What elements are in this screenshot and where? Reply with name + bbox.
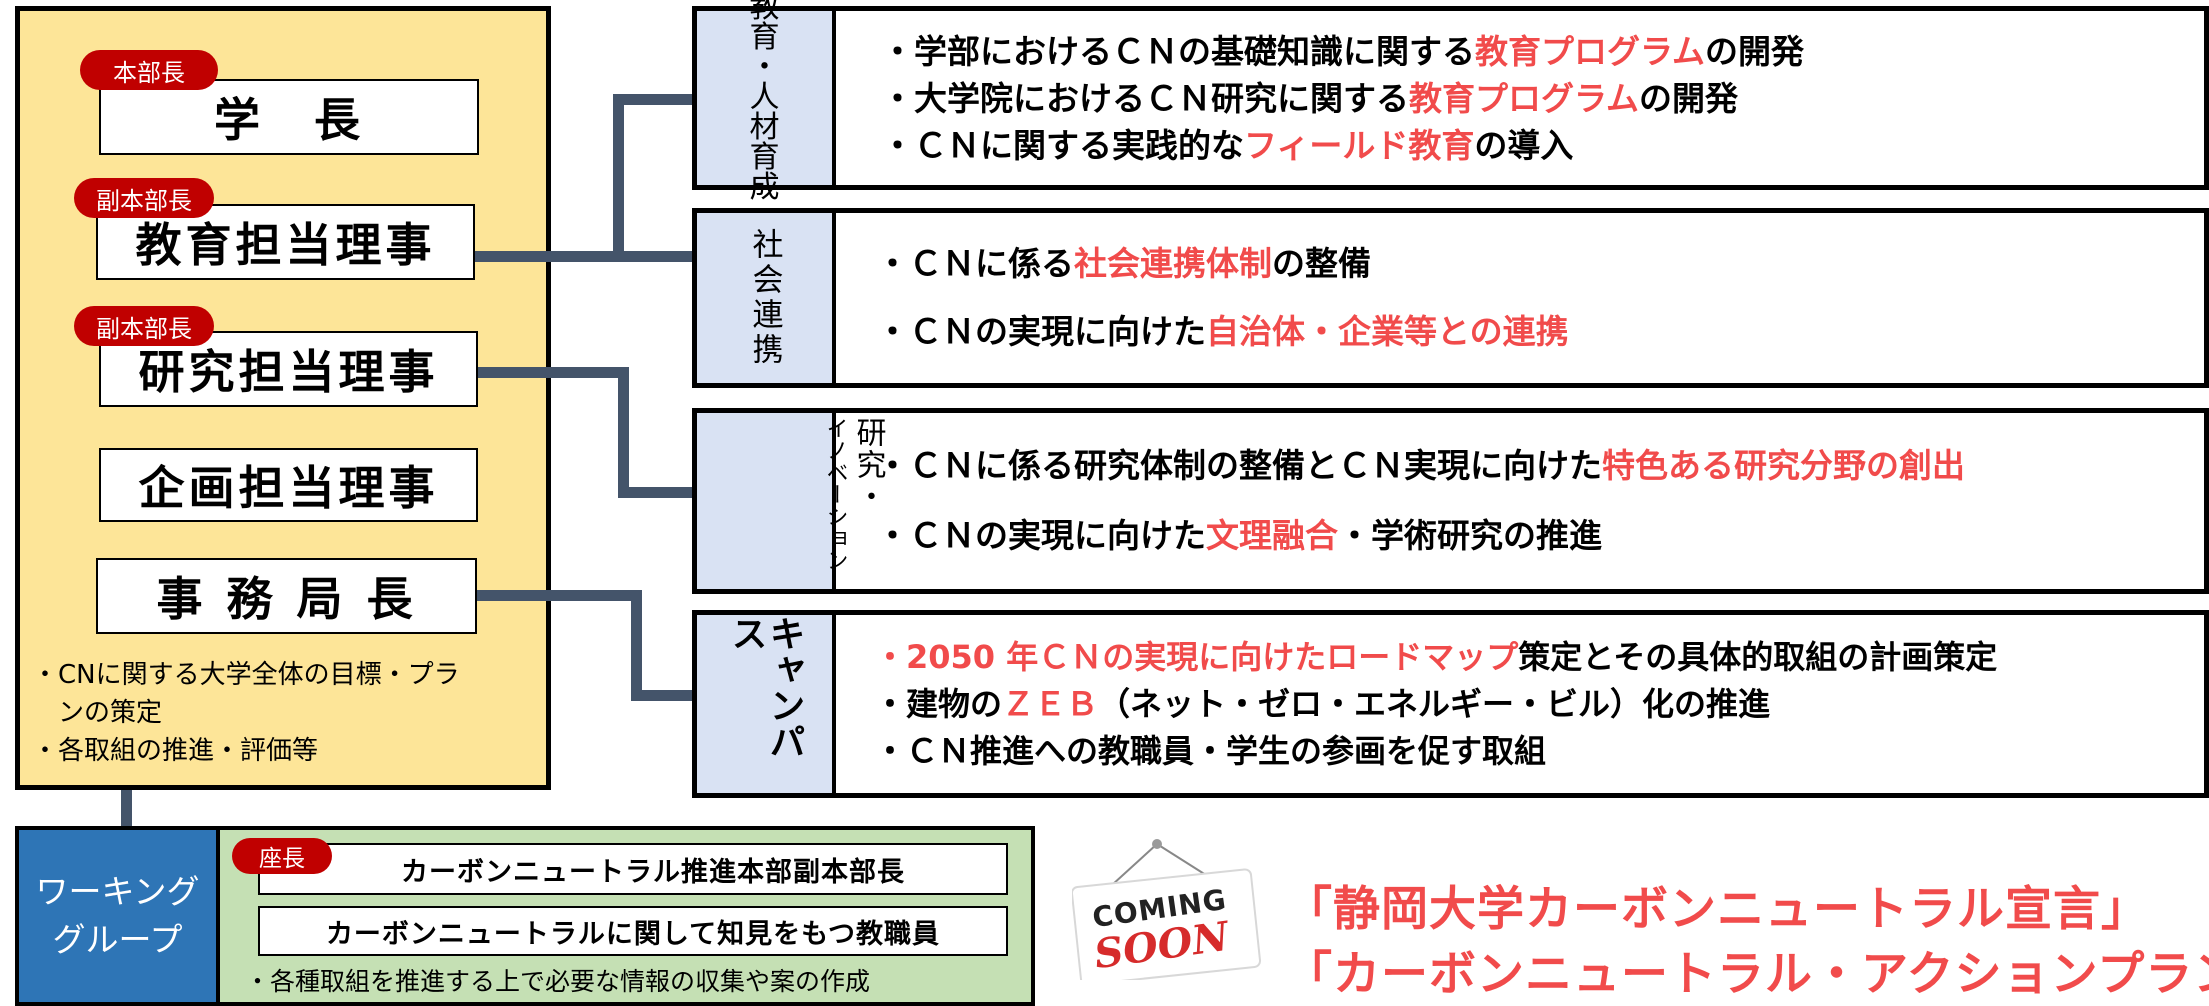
category-items: ・ＣＮに係る研究体制の整備とＣＮ実現に向けた特色ある研究分野の創出 ・ＣＮの実現…	[836, 413, 2204, 589]
list-item: ・ＣＮに関する実践的なフィールド教育の導入	[881, 125, 1574, 165]
category-research-innovation: 研究・ イノベーション ・ＣＮに係る研究体制の整備とＣＮ実現に向けた特色ある研究…	[692, 408, 2209, 594]
coming-soon-sign-graphic	[1070, 839, 1262, 986]
wg-chair-box: カーボンニュートラル推進本部副本部長	[258, 843, 1008, 895]
hq-note-line: ンの策定	[58, 698, 163, 728]
connector-line	[631, 690, 693, 701]
connector-line	[121, 790, 132, 828]
category-label-text: 教 育 ・ 人 材 育 成	[749, 0, 780, 205]
list-item: ・学部におけるＣＮの基礎知識に関する教育プログラムの開発	[881, 31, 1805, 71]
badge-deputy-director: 副本部長	[74, 178, 214, 218]
connector-line	[631, 590, 642, 700]
working-group-label-line: グループ	[52, 920, 183, 959]
connector-line	[478, 367, 628, 378]
list-item: ・建物のＺＥＢ（ネット・ゼロ・エネルギー・ビル）化の推進	[874, 684, 1771, 723]
list-item: ・ＣＮの実現に向けた自治体・企業等との連携	[876, 312, 1569, 351]
badge-chair: 座長	[232, 838, 332, 874]
list-item: ・大学院におけるＣＮ研究に関する教育プログラムの開発	[881, 78, 1739, 118]
hq-notes: ・CNに関する大学全体の目標・プラ ンの策定 ・各取組の推進・評価等	[32, 656, 552, 770]
connector-line	[613, 94, 693, 105]
wg-note: ・各種取組を推進する上で必要な情報の収集や案の作成	[245, 967, 871, 996]
category-items: ・学部におけるＣＮの基礎知識に関する教育プログラムの開発 ・大学院におけるＣＮ研…	[836, 11, 2204, 185]
hq-note-line: ・CNに関する大学全体の目標・プラ	[32, 660, 460, 690]
announcement-declaration: 「静岡大学カーボンニュートラル宣言」	[1285, 882, 2149, 937]
list-item: ・ＣＮの実現に向けた文理融合・学術研究の推進	[876, 516, 1602, 555]
working-group-label: ワーキング グループ	[15, 826, 220, 1006]
category-items: ・ＣＮに係る社会連携体制の整備 ・ＣＮの実現に向けた自治体・企業等との連携	[836, 213, 2204, 383]
category-label-text: 社会連携	[746, 228, 783, 368]
category-label: キャンパス	[697, 615, 836, 793]
connector-line	[613, 251, 693, 262]
category-label: 社会連携	[697, 213, 836, 383]
category-label: 研究・ イノベーション	[697, 413, 886, 589]
category-label: 教 育 ・ 人 材 育 成	[697, 0, 836, 203]
list-item: ・ＣＮ推進への教職員・学生の参画を促す取組	[874, 731, 1547, 770]
connector-line	[477, 590, 642, 601]
wg-member-box: カーボンニュートラルに関して知見をもつ教職員	[258, 906, 1008, 956]
category-label-text: 研究・ イノベーション	[822, 417, 886, 571]
category-campus: キャンパス ・2050 年ＣＮの実現に向けたロードマップ策定とその具体的取組の計…	[692, 610, 2209, 798]
working-group-label-line: ワーキング	[35, 872, 200, 911]
category-items: ・2050 年ＣＮの実現に向けたロードマップ策定とその具体的取組の計画策定 ・建…	[836, 615, 2204, 793]
list-item: ・2050 年ＣＮの実現に向けたロードマップ策定とその具体的取組の計画策定	[874, 637, 1998, 676]
badge-director: 本部長	[80, 50, 218, 90]
list-item: ・ＣＮに係る研究体制の整備とＣＮ実現に向けた特色ある研究分野の創出	[876, 446, 1965, 485]
category-education: 教 育 ・ 人 材 育 成 ・学部におけるＣＮの基礎知識に関する教育プログラムの…	[692, 0, 2209, 203]
coming-soon-sign: COMING SOON	[1070, 830, 1262, 986]
category-label-text: キャンパス	[725, 615, 805, 759]
role-planning-director: 企画担当理事	[99, 448, 478, 522]
role-president: 学 長	[99, 79, 479, 155]
connector-line	[613, 94, 624, 262]
connector-line	[618, 487, 693, 498]
hq-note-line: ・各取組の推進・評価等	[32, 736, 319, 766]
role-secretary-general: 事 務 局 長	[96, 558, 477, 634]
connector-line	[475, 251, 617, 262]
announcement-action-plan: 「カーボンニュートラル・アクションプラン」	[1285, 947, 2209, 1002]
badge-deputy-director: 副本部長	[74, 306, 214, 346]
connector-line	[618, 367, 629, 497]
category-social-collaboration: 社会連携 ・ＣＮに係る社会連携体制の整備 ・ＣＮの実現に向けた自治体・企業等との…	[692, 208, 2209, 388]
list-item: ・ＣＮに係る社会連携体制の整備	[876, 244, 1371, 283]
